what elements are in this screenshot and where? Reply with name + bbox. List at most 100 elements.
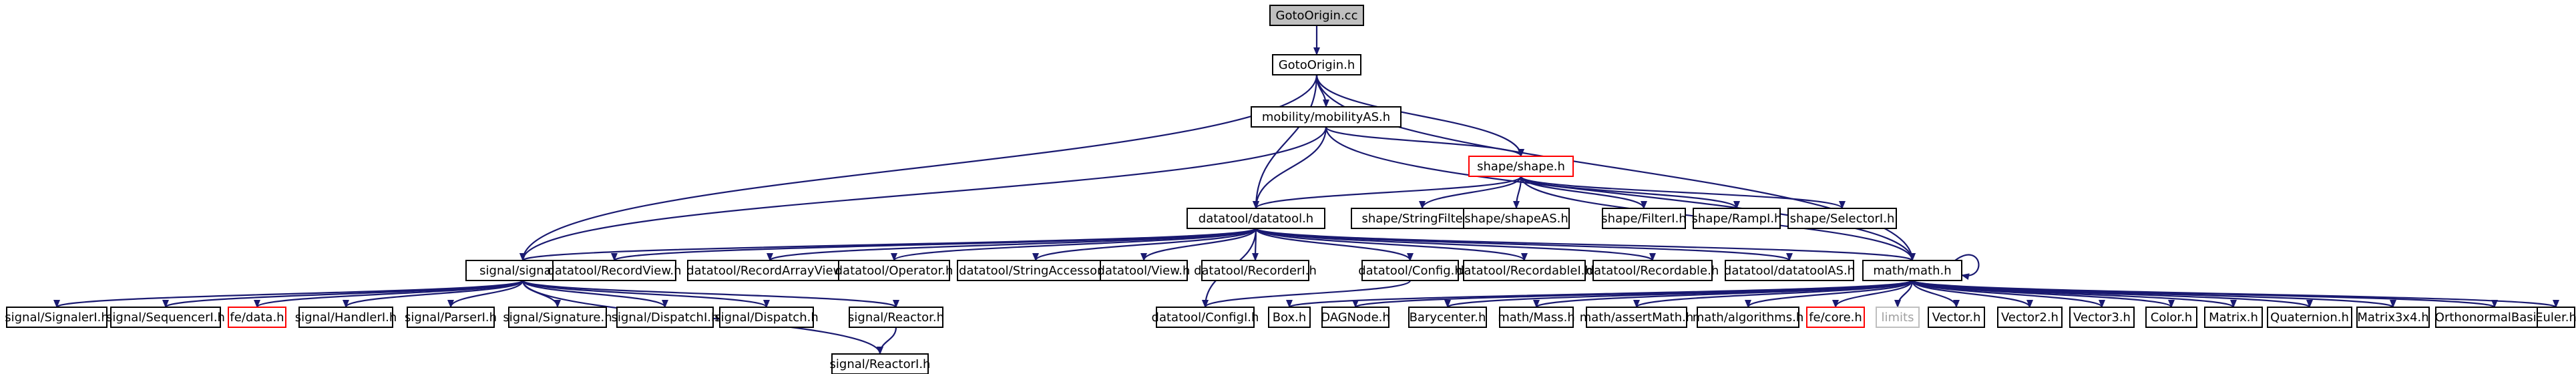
edge-math-to-assertmath — [1633, 279, 1914, 309]
node-box-reactor — [849, 307, 943, 328]
edge-shape-to-stringfilter — [1419, 176, 1522, 209]
edge-math-to-algorithms — [1745, 280, 1914, 308]
node-vector3[interactable]: Vector3.h — [2069, 307, 2135, 328]
node-box-recordview — [552, 260, 676, 281]
node-recordview[interactable]: datatool/RecordView.h — [547, 260, 682, 281]
node-label-mobility: mobility/mobilityAS.h — [1262, 110, 1390, 124]
node-shapeas[interactable]: shape/shapeAS.h — [1463, 208, 1570, 229]
node-parseri[interactable]: signal/ParserI.h — [405, 307, 497, 328]
node-vector2[interactable]: Vector2.h — [1997, 307, 2063, 328]
node-filteri[interactable]: shape/FilterI.h — [1601, 208, 1687, 229]
edge-shape-to-shapeas — [1513, 176, 1522, 209]
node-box-root — [1269, 5, 1364, 26]
node-label-limits: limits — [1882, 311, 1914, 325]
node-recordablei[interactable]: datatool/RecordableI.h — [1456, 260, 1592, 281]
node-color[interactable]: Color.h — [2145, 307, 2197, 328]
node-signaleri[interactable]: signal/SignalerI.h — [5, 307, 109, 328]
edge-mobility-to-math — [1325, 126, 1916, 261]
node-quaternion[interactable]: Quaternion.h — [2267, 307, 2352, 328]
edge-math-to-matrix3x4 — [1911, 279, 2396, 309]
node-box-dagnode — [1321, 307, 1389, 328]
edge-shape-to-datatool — [1253, 175, 1522, 210]
node-box-math — [1862, 260, 1962, 281]
edge-signal-to-sequenceri — [162, 279, 524, 309]
node-box-matrix3x4 — [2356, 307, 2430, 328]
node-box-dispatchi — [616, 307, 714, 328]
node-barycenter[interactable]: Barycenter.h — [1408, 307, 1487, 328]
node-mass[interactable]: math/Mass.h — [1498, 307, 1575, 328]
node-label-datatoolas: datatool/datatoolAS.h — [1724, 264, 1855, 278]
node-label-orthonormal: OrthonormalBasis.h — [2435, 311, 2554, 325]
node-selectori[interactable]: shape/SelectorI.h — [1787, 208, 1897, 229]
node-label-stringfilter: shape/StringFilterI.h — [1361, 212, 1482, 226]
node-box-limits — [1876, 307, 1920, 328]
edge-config-to-configi — [1202, 279, 1412, 309]
node-dispatchi[interactable]: signal/DispatchI.h — [612, 307, 719, 328]
node-rampi[interactable]: shape/RampI.h — [1692, 208, 1782, 229]
node-operator[interactable]: datatool/Operator.h — [835, 260, 953, 281]
node-label-assertmath: math/assertMath.h — [1580, 311, 1694, 325]
node-shape[interactable]: shape/shape.h — [1468, 156, 1574, 177]
node-vector[interactable]: Vector.h — [1928, 307, 1985, 328]
node-box-dispatch — [719, 307, 814, 328]
node-box-datatoolas — [1725, 260, 1854, 281]
node-box-stringaccessor — [957, 260, 1114, 281]
node-view[interactable]: datatool/View.h — [1098, 260, 1191, 281]
node-label-stringaccessor: datatool/StringAccessor.h — [959, 264, 1112, 278]
node-gotoorigin_h[interactable]: GotoOrigin.h — [1272, 54, 1361, 75]
node-orthonormal[interactable]: OrthonormalBasis.h — [2435, 307, 2554, 328]
node-reactor[interactable]: signal/Reactor.h — [848, 307, 944, 328]
node-box-selectori — [1787, 208, 1897, 229]
node-box-rampi — [1693, 208, 1781, 229]
node-box-orthonormal — [2435, 307, 2554, 328]
node-dagnode[interactable]: DAGNode.h — [1321, 307, 1390, 328]
node-euler[interactable]: Euler.h — [2535, 307, 2576, 328]
node-matrix3x4[interactable]: Matrix3x4.h — [2356, 307, 2430, 328]
node-label-signal: signal/signal.h — [479, 264, 566, 278]
node-handleri[interactable]: signal/HandlerI.h — [295, 307, 397, 328]
node-box-filteri — [1602, 208, 1686, 229]
edge-signal-to-reactor — [521, 279, 899, 309]
edge-math-to-mass — [1533, 279, 1914, 309]
node-assertmath[interactable]: math/assertMath.h — [1580, 307, 1694, 328]
node-fecore[interactable]: fe/core.h — [1806, 307, 1865, 328]
edge-mobility-to-shape — [1325, 126, 1524, 157]
edge-math-to-euler — [1911, 279, 2559, 309]
node-recorderi[interactable]: datatool/RecorderI.h — [1194, 260, 1317, 281]
node-box-color — [2145, 307, 2197, 328]
node-recordable[interactable]: datatool/Recordable.h — [1586, 260, 1719, 281]
node-box-shapeas — [1463, 208, 1570, 229]
node-matrix[interactable]: Matrix.h — [2204, 307, 2263, 328]
node-box-quaternion — [2267, 307, 2352, 328]
node-label-parseri: signal/ParserI.h — [405, 311, 497, 325]
node-config[interactable]: datatool/Config.h — [1358, 260, 1462, 281]
node-label-shapeas: shape/shapeAS.h — [1464, 212, 1568, 226]
node-stringaccessor[interactable]: datatool/StringAccessor.h — [957, 260, 1114, 281]
node-reactori[interactable]: signal/ReactorI.h — [830, 353, 931, 374]
node-datatool[interactable]: datatool/datatool.h — [1187, 208, 1325, 229]
node-box-sequenceri — [110, 307, 221, 328]
node-label-reactori: signal/ReactorI.h — [830, 357, 931, 371]
node-label-filteri: shape/FilterI.h — [1601, 212, 1686, 226]
node-box[interactable]: Box.h — [1268, 307, 1311, 328]
node-configi[interactable]: datatool/ConfigI.h — [1152, 307, 1259, 328]
node-label-vector2: Vector2.h — [2001, 311, 2059, 325]
node-root[interactable]: GotoOrigin.cc — [1269, 5, 1364, 26]
node-dispatch[interactable]: signal/Dispatch.h — [714, 307, 819, 328]
node-label-configi: datatool/ConfigI.h — [1152, 311, 1259, 325]
edge-mobility-to-datatool — [1253, 126, 1327, 209]
node-sequenceri[interactable]: signal/SequencerI.h — [106, 307, 225, 328]
node-box-vector3 — [2069, 307, 2135, 328]
node-datatoolas[interactable]: datatool/datatoolAS.h — [1724, 260, 1855, 281]
node-signature[interactable]: signal/Signature.h — [503, 307, 612, 328]
node-box-mass — [1499, 307, 1574, 328]
node-fedata[interactable]: fe/data.h — [228, 307, 286, 328]
edge-reactor-to-reactori — [877, 327, 897, 355]
node-recordarrayview[interactable]: datatool/RecordArrayView.h — [686, 260, 853, 281]
edge-datatool-to-view — [1140, 228, 1257, 261]
node-algorithms[interactable]: math/algorithms.h — [1693, 307, 1803, 328]
node-mobility[interactable]: mobility/mobilityAS.h — [1251, 106, 1402, 128]
node-math[interactable]: math/math.h — [1862, 260, 1962, 281]
